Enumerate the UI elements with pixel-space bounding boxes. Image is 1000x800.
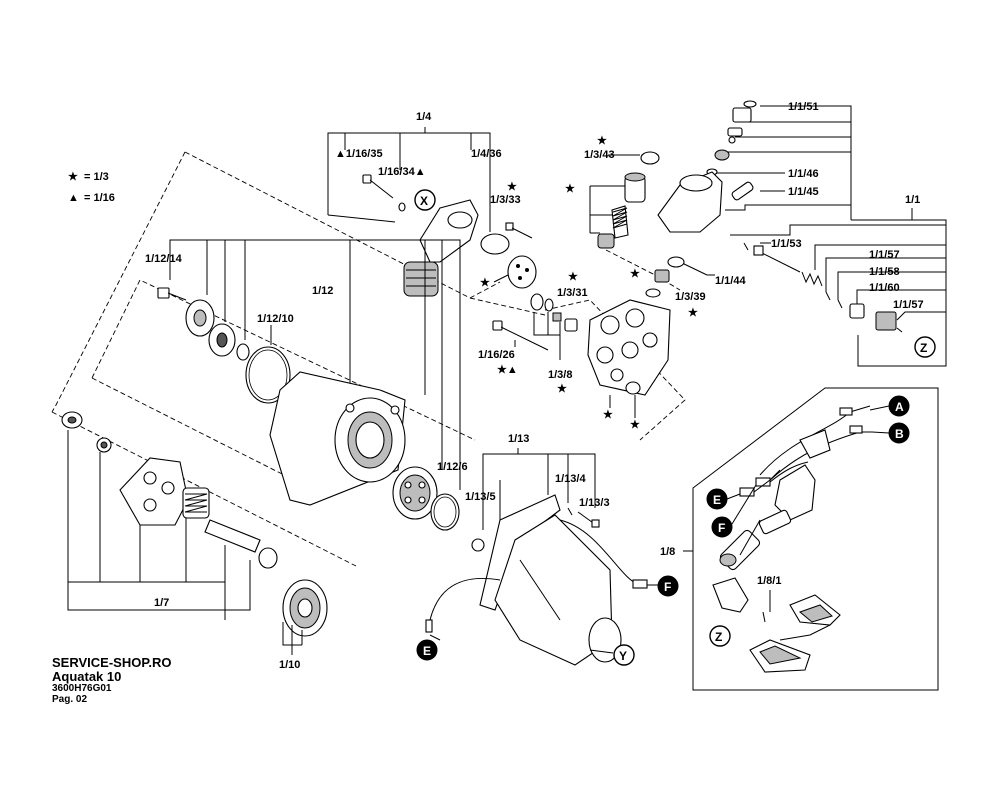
callout-y: Y [613,644,635,666]
label-1-3-39: 1/3/39 [675,291,706,303]
label-1-1-60: 1/1/60 [869,282,900,294]
outlet-connector-1-4 [403,199,479,297]
callout-e-upper: E [706,488,728,510]
callout-f-lower: F [657,575,679,597]
label-1-3-31: 1/3/31 [557,287,588,299]
label-1-16-26: 1/16/26 [478,349,515,361]
footer-page: Pag. 02 [52,694,88,705]
svg-text:Y: Y [619,649,627,663]
callout-x: X [414,189,436,211]
svg-text:F: F [718,521,725,535]
group-1-1: 1/1/51 1/1/46 1/1/45 1/1 1/1/53 1/1/57 1… [645,100,947,367]
star-valve: ★ [565,183,575,195]
star-disc: ★ [480,277,490,289]
leader-a [869,405,890,411]
leader-b [871,431,890,434]
legend-star-symbol: ★ [68,171,78,183]
star-1-3-33: ★ [507,181,517,193]
label-1-12-14: 1/12/14 [145,253,183,265]
label-1-4: 1/4 [416,111,432,123]
label-1-12: 1/12 [312,285,333,297]
svg-text:E: E [713,493,721,507]
o-ring-1-4-36 [480,233,510,255]
footer-info: SERVICE-SHOP.RO Aquatak 10 3600H76G01 Pa… [52,656,171,705]
group-1-4: 1/4 ▲1/16/35 1/16/34▲ 1/4/36 [327,111,502,232]
footer-shop: SERVICE-SHOP.RO [52,655,172,670]
valve-cap-1-3-43 [589,151,681,291]
group-1-13: 1/13 1/13/4 1/13/5 1/13/3 [425,433,660,666]
label-1-16-34: 1/16/34▲ [378,166,426,178]
leader-e-upper [726,493,741,500]
footer-part-number: 3600H76G01 [52,683,112,694]
footer-model: Aquatak 10 [52,669,122,684]
star-pump-seal: ★ [630,419,640,431]
leader-disc [493,274,509,283]
label-1-3-43: 1/3/43 [584,149,615,161]
star-pump: ★ [603,409,613,421]
label-1-1-45: 1/1/45 [788,186,819,198]
group-1-10: 1/10 [279,579,328,671]
label-1-4-36: 1/4/36 [471,148,502,160]
group-1-12: 1/12/14 1/12 1/12/10 1/12/6 [145,239,468,531]
label-1-13-3: 1/13/3 [579,497,610,509]
svg-text:B: B [895,427,904,441]
star-1-3-39: ★ [688,307,698,319]
parts-1-3-8: 1/3/8 ★ [530,293,578,395]
label-1-1-51: 1/1/51 [788,101,819,113]
legend: ★ = 1/3 ▲ = 1/16 [68,171,115,204]
callout-a: A [888,395,910,417]
group-1-7: 1/7 [61,411,278,620]
label-1-1-46: 1/1/46 [788,168,819,180]
callout-e-lower: E [416,639,438,661]
svg-text:Z: Z [715,630,722,644]
label-1-12-6: 1/12/6 [437,461,468,473]
star-1-3-8: ★ [557,383,567,395]
label-1-1-53: 1/1/53 [771,238,802,250]
callout-z-top: Z [914,336,936,358]
star-1-3-31: ★ [568,271,578,283]
stars-and-labels-1-3: ★ 1/3/33 ★ 1/3/43 ★ ★ ★ 1/3/31 ★ ★ 1/3/3… [480,135,706,431]
legend-triangle-text: = 1/16 [84,192,115,204]
label-1-13: 1/13 [508,433,529,445]
label-1-1-57-b: 1/1/57 [893,299,924,311]
callout-z-lower: Z [709,625,731,647]
screw-1-3-33 [505,222,533,239]
callout-b: B [888,422,910,444]
washer-1-16-34 [398,202,406,212]
marks-1-16-26: ★▲ [497,364,518,376]
bolt-1-16-26: 1/16/26 ★▲ [478,320,549,376]
group-1-8: 1/8 1/8/1 [660,387,939,691]
legend-triangle-symbol: ▲ [68,192,79,204]
star-1-3-43: ★ [597,135,607,147]
label-1-3-33: 1/3/33 [490,194,521,206]
label-1-3-8: 1/3/8 [548,369,572,381]
label-1-16-35: ▲1/16/35 [335,148,383,160]
label-1-1-57-a: 1/1/57 [869,249,900,261]
label-1-13-4: 1/13/4 [555,473,586,485]
label-1-1-58: 1/1/58 [869,266,900,278]
svg-text:E: E [423,644,431,658]
label-1-1: 1/1 [905,194,920,206]
callout-f-upper: F [711,516,733,538]
star-nut: ★ [630,268,640,280]
label-1-1-44: 1/1/44 [715,275,746,287]
label-1-13-5: 1/13/5 [465,491,496,503]
label-1-8-1: 1/8/1 [757,575,781,587]
label-1-8: 1/8 [660,546,675,558]
svg-text:X: X [420,194,428,208]
pump-head-1-3 [587,299,671,418]
valve-disc [507,255,537,289]
leader-f-upper [731,484,757,525]
legend-star-text: = 1/3 [84,171,109,183]
svg-text:F: F [664,580,671,594]
svg-text:A: A [895,400,904,414]
label-1-7: 1/7 [154,597,169,609]
label-1-10: 1/10 [279,659,300,671]
label-1-12-10: 1/12/10 [257,313,294,325]
svg-text:Z: Z [920,341,927,355]
screw-1-16-35 [362,174,394,199]
